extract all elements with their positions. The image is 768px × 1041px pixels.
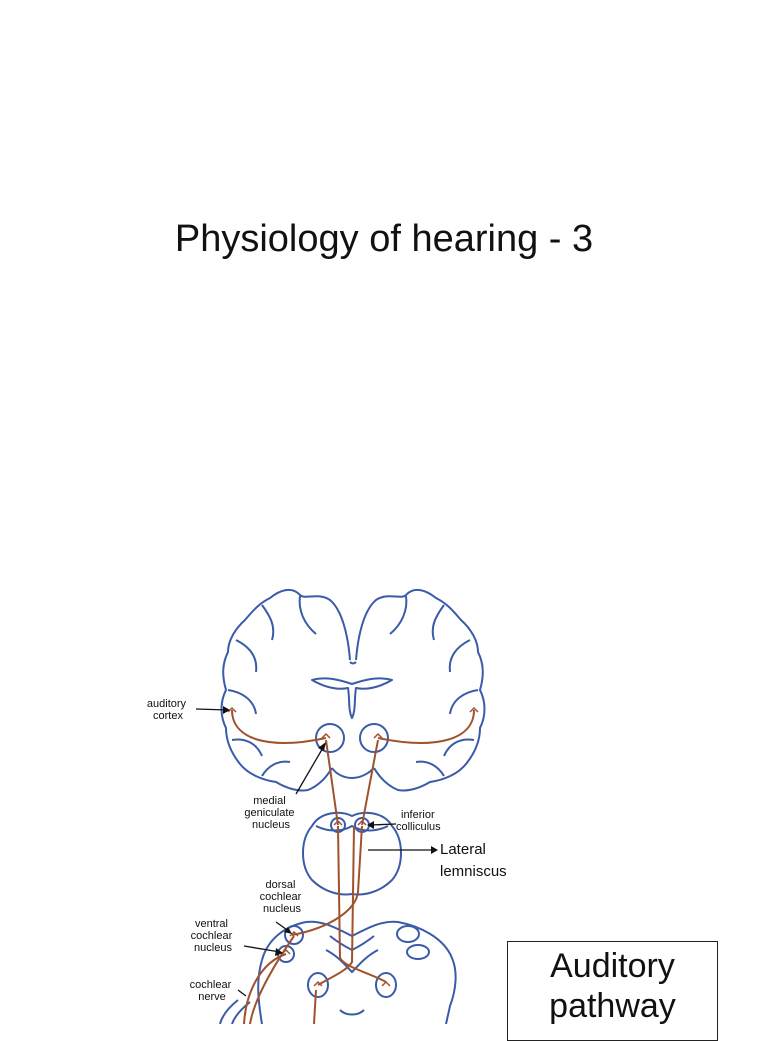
label-dorsal-cochlear-nucleus: dorsal cochlear nucleus [260,879,305,915]
label-ventral-cochlear-nucleus: ventral cochlear nucleus [191,918,236,954]
auditory-pathway-fibers [231,709,475,1024]
label-arrows [195,708,434,997]
callout-line-1: Auditory [550,947,675,985]
label-auditory-cortex: auditory cortex [147,698,189,722]
arrow-heads [223,706,438,956]
auditory-pathway-callout: Auditory pathway [507,941,718,1041]
callout-line-2: pathway [549,987,676,1025]
label-cochlear-nerve: cochlear nerve [190,979,235,1003]
label-inferior-colliculus: inferior colliculus [396,809,441,833]
label-medial-geniculate-nucleus: medial geniculate nucleus [244,795,297,831]
slide-title: Physiology of hearing - 3 [174,218,594,260]
midbrain-outline [302,811,402,896]
label-lateral-lemniscus: Lateral lemniscus [440,841,507,880]
brain-outline [220,588,486,792]
synapse-marks [227,706,479,987]
brainstem-outline [257,920,457,1024]
